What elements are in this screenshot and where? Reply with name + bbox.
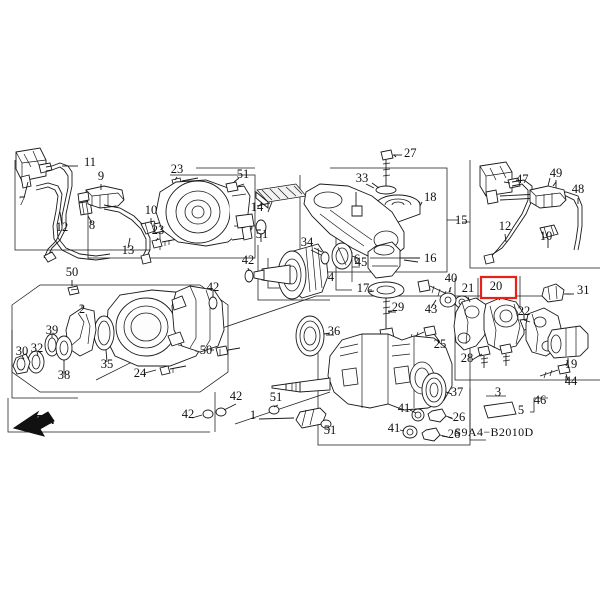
callout-number-40: 40 [445, 271, 458, 285]
callout-number-14: 14 [251, 200, 264, 214]
callout-number-42: 42 [182, 407, 195, 421]
drive-shaft-gear-assembly [244, 242, 359, 357]
misc-hardware [439, 288, 517, 419]
callout-number-17: 17 [357, 281, 370, 295]
engine-mount-assembly-right [453, 283, 589, 381]
callout-number-48: 48 [572, 182, 585, 196]
callout-number-22: 22 [518, 304, 531, 318]
callout-number-35: 35 [101, 357, 114, 371]
callout-number-32: 32 [31, 341, 44, 355]
callout-number-10: 10 [145, 203, 158, 217]
callout-number-6: 6 [354, 252, 360, 266]
callout-number-7: 7 [19, 194, 25, 208]
callout-number-37: 37 [451, 385, 464, 399]
diagram-part-number: S9A4−B2010D [454, 425, 533, 439]
callout-leaders [21, 154, 579, 438]
callout-number-50: 50 [200, 343, 213, 357]
callout-number-51: 51 [270, 390, 283, 404]
callout-number-16: 16 [424, 251, 437, 265]
callout-number-41: 41 [388, 421, 401, 435]
callout-number-43: 43 [425, 302, 438, 316]
callout-number-50: 50 [66, 265, 79, 279]
highlight-box-20 [479, 275, 518, 300]
callout-number-51: 51 [324, 423, 337, 437]
callout-number-51: 51 [256, 227, 269, 241]
callout-number-23: 23 [171, 162, 184, 176]
callout-number-10: 10 [540, 229, 553, 243]
transfer-case-assembly [271, 333, 453, 442]
callout-number-11: 11 [84, 155, 96, 169]
callout-number-45: 45 [355, 255, 368, 269]
callout-number-42: 42 [207, 280, 220, 294]
callout-number-25: 25 [434, 337, 447, 351]
lower-pan-assembly [167, 285, 332, 429]
callout-number-44: 44 [565, 374, 578, 388]
group-frames [7, 160, 600, 446]
callout-number-1: 1 [250, 408, 256, 422]
callout-number-33: 33 [356, 171, 369, 185]
callout-number-28: 28 [461, 351, 474, 365]
callout-number-46: 46 [534, 393, 547, 407]
callout-number-5: 5 [518, 403, 524, 417]
pump-motor-assembly [155, 179, 307, 247]
callout-number-13: 13 [122, 243, 135, 257]
callout-number-18: 18 [424, 190, 437, 204]
callout-number-21: 21 [462, 281, 475, 295]
callout-number-4: 4 [328, 270, 335, 284]
callout-number-36: 36 [328, 324, 341, 338]
suspension-arm-assembly [303, 149, 470, 341]
callout-number-24: 24 [134, 366, 147, 380]
callout-number-51: 51 [237, 167, 250, 181]
callout-number-3: 3 [495, 385, 501, 399]
callout-number-9: 9 [98, 169, 104, 183]
callout-number-29: 29 [392, 300, 405, 314]
callout-number-12: 12 [499, 219, 512, 233]
callout-number-49: 49 [550, 166, 563, 180]
callout-number-8: 8 [89, 218, 95, 232]
callout-number-47: 47 [516, 172, 529, 186]
fr-orientation-label: FR. [34, 412, 55, 427]
hose-assembly-right [479, 161, 583, 265]
callout-number-12: 12 [56, 220, 69, 234]
callout-number-42: 42 [230, 389, 243, 403]
callout-number-26: 26 [448, 427, 461, 441]
callout-number-15: 15 [455, 213, 468, 227]
callout-number-34: 34 [301, 235, 314, 249]
callout-number-20: 20 [490, 279, 503, 293]
hose-assembly-left [15, 147, 199, 265]
callout-number-42: 42 [242, 253, 255, 267]
callout-number-27: 27 [404, 146, 417, 160]
callout-number-26: 26 [453, 410, 466, 424]
callout-number-41: 41 [398, 401, 411, 415]
callout-number-19: 19 [565, 357, 578, 371]
callout-number-31: 31 [577, 283, 590, 297]
fr-direction-arrow [12, 410, 55, 437]
callout-number-2: 2 [79, 302, 85, 316]
callout-number-23: 23 [152, 223, 165, 237]
callout-number-38: 38 [58, 368, 71, 382]
callout-number-30: 30 [16, 344, 29, 358]
callout-number-39: 39 [46, 323, 59, 337]
